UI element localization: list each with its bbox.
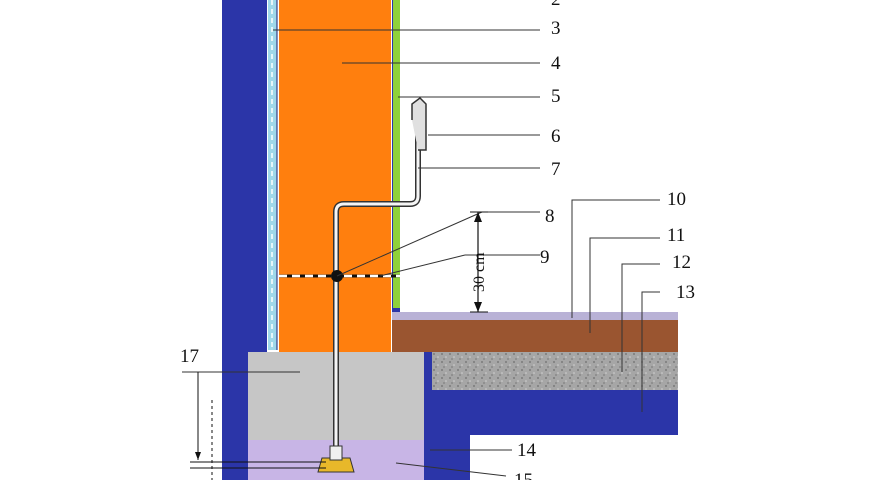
dimension-label: 30 cm bbox=[471, 252, 488, 292]
callout-17: 17 bbox=[180, 346, 199, 367]
callout-14: 14 bbox=[517, 440, 537, 461]
callout-5: 5 bbox=[551, 86, 561, 107]
callout-8: 8 bbox=[545, 206, 555, 227]
leader-lines bbox=[182, 29, 660, 477]
outer-render-layer bbox=[393, 0, 400, 308]
floor-construction bbox=[392, 312, 678, 390]
callout-3: 3 bbox=[551, 18, 561, 39]
callout-2: 2 bbox=[551, 0, 561, 10]
gravel-bed-layer bbox=[432, 352, 678, 390]
callout-13: 13 bbox=[676, 282, 695, 303]
callout-7: 7 bbox=[551, 159, 561, 180]
callout-6: 6 bbox=[551, 126, 561, 147]
callout-numbers: 2 3 4 5 6 7 8 9 10 11 12 13 14 15 17 bbox=[180, 0, 695, 480]
floor-finish-layer bbox=[392, 312, 678, 320]
callout-11: 11 bbox=[667, 225, 685, 246]
callout-4: 4 bbox=[551, 53, 561, 74]
dimension-30cm: 30 cm bbox=[470, 211, 488, 313]
floor-board-layer bbox=[392, 320, 678, 352]
left-dimension bbox=[190, 372, 326, 480]
callout-15: 15 bbox=[514, 470, 533, 480]
callout-12: 12 bbox=[672, 252, 691, 273]
callout-9: 9 bbox=[540, 247, 550, 268]
inner-lining-layer bbox=[268, 0, 278, 350]
callout-10: 10 bbox=[667, 189, 686, 210]
anchor-pipe bbox=[333, 97, 427, 460]
footing-plate bbox=[317, 445, 355, 473]
